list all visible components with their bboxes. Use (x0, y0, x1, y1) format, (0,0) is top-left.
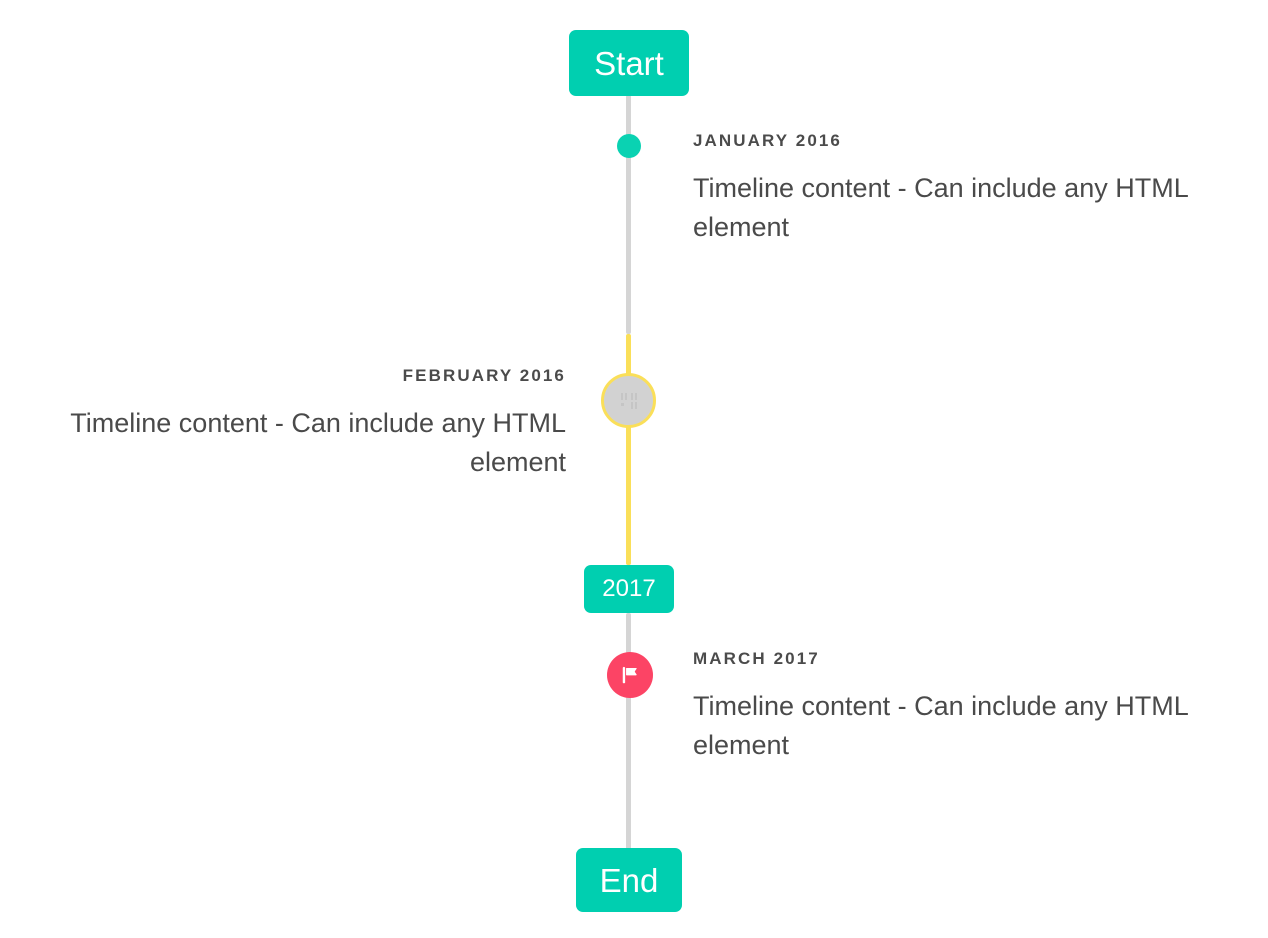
timeline-event-date: February 2016 (402, 366, 566, 385)
timeline-line-segment-highlight (626, 334, 631, 565)
timeline-event-january: January 2016 Timeline content - Can incl… (693, 131, 1233, 247)
broken-image-icon (620, 392, 637, 409)
timeline-marker-march[interactable] (607, 652, 653, 698)
timeline-event-body: Timeline content - Can include any HTML … (693, 172, 1188, 242)
timeline-year-badge[interactable]: 2017 (584, 565, 674, 613)
timeline-event-body: Timeline content - Can include any HTML … (693, 690, 1188, 760)
timeline-event-body: Timeline content - Can include any HTML … (70, 407, 566, 477)
timeline-marker-february[interactable] (601, 373, 656, 428)
timeline-event-date: January 2016 (693, 131, 842, 150)
timeline-event-march: March 2017 Timeline content - Can includ… (693, 649, 1233, 765)
timeline-end-badge[interactable]: End (576, 848, 682, 912)
timeline-start-badge[interactable]: Start (569, 30, 689, 96)
timeline-event-date: March 2017 (693, 649, 820, 668)
timeline-event-february: February 2016 Timeline content - Can inc… (36, 366, 566, 482)
flag-icon (622, 666, 637, 684)
timeline-line-segment-top (626, 95, 631, 334)
timeline-line-segment-bottom (626, 613, 631, 853)
timeline-marker-january[interactable] (617, 134, 641, 158)
